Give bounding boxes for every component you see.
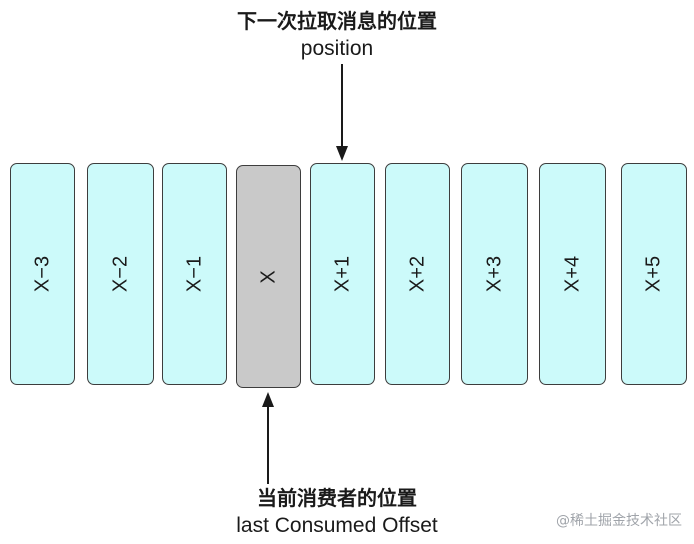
slot-x+5: X+5 [621, 163, 687, 385]
slot-x-current: X [236, 165, 301, 388]
slot-x-3: X−3 [10, 163, 75, 385]
last-consumed-offset-subtitle: last Consumed Offset [236, 514, 438, 537]
top-label: 下一次拉取消息的位置 position [0, 8, 684, 62]
up-arrow-to-last-consumed [262, 392, 274, 484]
bottom-label: 当前消费者的位置 last Consumed Offset [0, 485, 684, 539]
next-fetch-position-subtitle: position [300, 37, 374, 60]
slot-x-1: X−1 [162, 163, 227, 385]
down-arrow-to-position [336, 64, 348, 161]
slot-x+3: X+3 [461, 163, 528, 385]
next-fetch-position-title: 下一次拉取消息的位置 [237, 9, 437, 33]
slot-x+2: X+2 [385, 163, 450, 385]
slot-x+4: X+4 [539, 163, 606, 385]
slot-x-2: X−2 [87, 163, 154, 385]
watermark: @稀土掘金技术社区 [556, 513, 682, 529]
last-consumed-offset-title: 当前消费者的位置 [257, 486, 417, 510]
slot-x+1: X+1 [310, 163, 375, 385]
